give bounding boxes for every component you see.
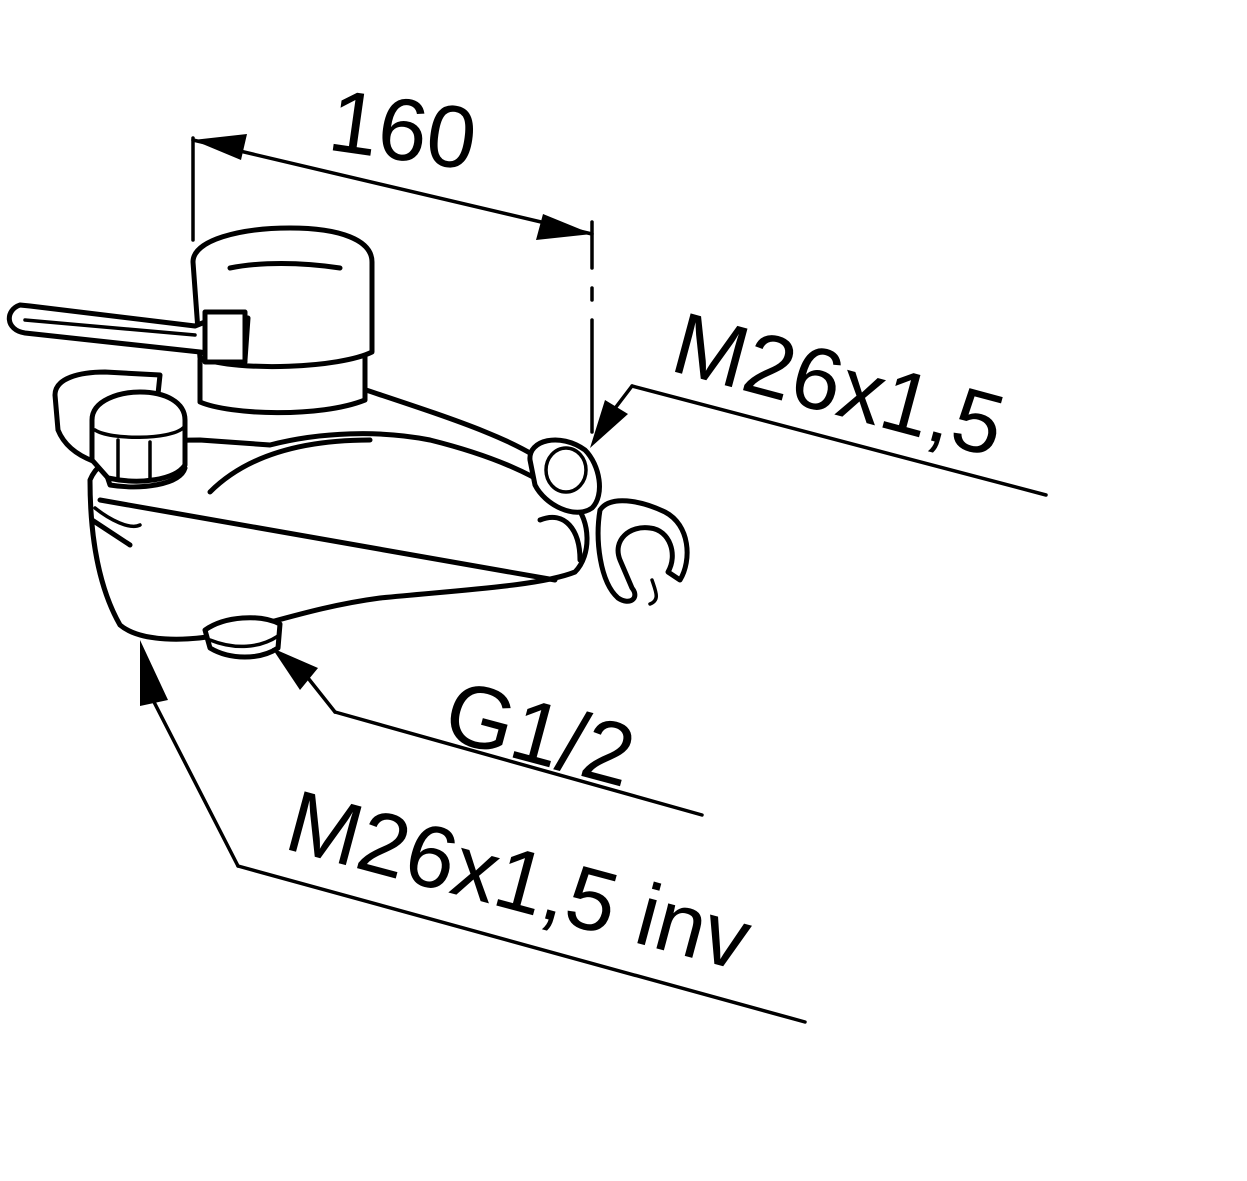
body-back-curve [537,514,583,563]
shower-holder [595,498,690,606]
callout-m26-inv-arrow [140,640,168,706]
lever-handle [6,302,251,365]
body-ridge-line [97,497,558,583]
callout-m26-inv-label: M26x1,5 inv [277,771,761,989]
callout-m26-top-underline [630,384,1048,497]
holder-hook [595,498,690,604]
lever-hub [202,309,248,365]
body-upper-contour [207,437,373,495]
dimension-arrow-left [193,134,247,160]
callout-m26-top-label: M26x1,5 [663,293,1015,476]
callout-g12-label: G1/2 [435,661,645,806]
inlet-connector [202,615,283,660]
outlet-nut-back-face [544,446,588,494]
callout-m26-top-leader [614,384,634,409]
inlet-stub [202,615,283,660]
outlet-connector-back [527,437,602,515]
faucet-body [52,369,590,642]
callout-g12-arrow [272,648,318,690]
holder-hook-tip [648,578,658,606]
callout-m26-inv-underline [236,864,807,1024]
body-front-notch [93,506,142,528]
diverter-knob [89,389,188,490]
dimension-arrow-right [536,214,592,240]
callout-m26-inv-leader [152,700,240,868]
dimension-160: 160 [191,70,594,434]
knob-cap-edge [93,426,185,439]
housing-cap-highlight [227,261,343,271]
inlet-thread-line [208,634,280,649]
callout-g12-underline [333,710,704,817]
callout-g12-leader [306,676,337,714]
callout-m26-top: M26x1,5 [590,293,1048,497]
body-front-edge [89,517,133,548]
dimension-line [191,138,594,236]
lever-arm-line [23,318,197,337]
callout-m26-top-arrow [590,400,628,448]
dimension-160-label: 160 [323,70,482,188]
